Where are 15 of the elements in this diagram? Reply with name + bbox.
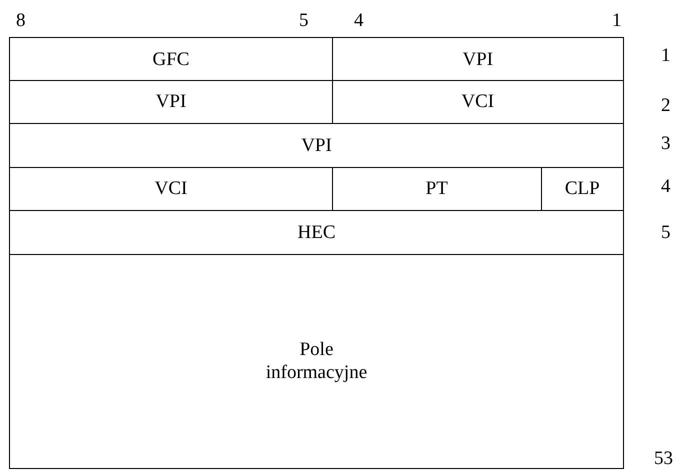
header-field-cell: GFC	[9, 37, 333, 81]
header-field-cell: Pole informacyjne	[9, 254, 624, 469]
bit-number: 8	[16, 10, 26, 32]
octet-number: 2	[661, 95, 670, 117]
octet-number: 1	[661, 45, 670, 67]
bit-number: 5	[299, 10, 308, 32]
header-field-cell: VPI	[332, 37, 624, 81]
octet-number: 5	[661, 222, 670, 244]
header-field-cell: HEC	[9, 210, 624, 255]
bit-number: 1	[612, 10, 622, 32]
bit-number: 4	[354, 10, 364, 32]
octet-number: 3	[661, 133, 670, 155]
octet-number: 53	[654, 448, 673, 470]
header-field-cell: VPI	[9, 122, 624, 168]
octet-number: 4	[661, 176, 670, 198]
